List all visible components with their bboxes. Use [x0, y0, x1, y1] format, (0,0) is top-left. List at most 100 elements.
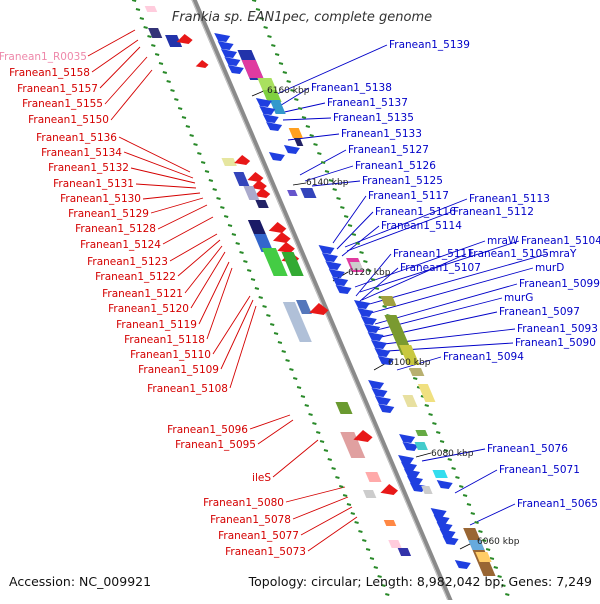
leader-line-left — [104, 56, 148, 105]
gene-label[interactable]: mraW — [487, 235, 519, 247]
track-tick — [174, 98, 179, 101]
track-tick — [255, 8, 261, 11]
gene-label[interactable]: Franean1_5076 — [487, 443, 568, 455]
gene-block — [383, 520, 397, 526]
gene-label[interactable]: Franean1_5132 — [48, 162, 129, 174]
gene-label[interactable]: Franean1_5118 — [124, 334, 205, 346]
gene-label[interactable]: Franean1_5127 — [348, 144, 429, 156]
gene-label[interactable]: Franean1_R0035 — [0, 51, 87, 63]
gene-label[interactable]: Franean1_5139 — [389, 39, 470, 51]
gene-label[interactable]: Franean1_5129 — [68, 208, 149, 220]
gene-label[interactable]: Franean1_5065 — [517, 498, 598, 510]
gene-label[interactable]: Franean1_5124 — [80, 239, 161, 251]
gene-label[interactable]: Franean1_5138 — [311, 82, 392, 94]
leader-line-right — [277, 87, 310, 108]
gene-label[interactable]: Franean1_5122 — [95, 271, 176, 283]
gene-label[interactable]: Franean1_5080 — [203, 497, 284, 509]
leader-line-right — [346, 211, 452, 252]
gene-label[interactable]: Franean1_5112 — [453, 206, 534, 218]
track-tick — [466, 503, 472, 506]
gene-label[interactable]: Franean1_5150 — [28, 114, 109, 126]
gene-arrow — [439, 529, 456, 538]
track-tick — [208, 179, 214, 182]
gene-label[interactable]: Franean1_5117 — [368, 190, 449, 202]
track-tick — [331, 467, 336, 470]
gene-label[interactable]: Franean1_5105 — [468, 248, 549, 260]
gene-label[interactable]: Franean1_5121 — [102, 288, 183, 300]
gene-arrow — [402, 442, 419, 451]
gene-label[interactable]: Franean1_5073 — [225, 546, 306, 558]
gene-arrow — [247, 172, 264, 182]
gene-label[interactable]: Franean1_5131 — [53, 178, 134, 190]
gene-label[interactable]: Franean1_5095 — [175, 439, 256, 451]
accession-text: Accession: NC_009921 — [9, 574, 151, 589]
track-tick — [320, 161, 326, 164]
gene-label[interactable]: Franean1_5107 — [400, 262, 481, 274]
gene-arrow — [436, 480, 453, 489]
gene-arrow — [266, 122, 283, 131]
track-tick — [412, 377, 418, 380]
gene-label[interactable]: Franean1_5110 — [130, 349, 211, 361]
gene-label[interactable]: Franean1_5114 — [381, 220, 462, 232]
gene-label[interactable]: Franean1_5078 — [210, 514, 291, 526]
gene-label[interactable]: Franean1_5123 — [87, 256, 168, 268]
track-tick — [350, 512, 356, 515]
gene-label[interactable]: Franean1_5128 — [75, 223, 156, 235]
track-tick — [135, 8, 141, 11]
track-tick — [143, 26, 148, 29]
gene-label[interactable]: Franean1_5077 — [218, 530, 299, 542]
gene-label[interactable]: Franean1_5094 — [443, 351, 524, 363]
track-tick — [290, 89, 295, 92]
track-tick — [370, 278, 376, 281]
gene-label[interactable]: Franean1_5134 — [41, 147, 122, 159]
gene-label[interactable]: Franean1_5133 — [341, 128, 422, 140]
gene-label[interactable]: Franean1_5135 — [333, 112, 414, 124]
gene-label[interactable]: Franean1_5125 — [362, 175, 443, 187]
gene-label[interactable]: Franean1_5158 — [9, 67, 90, 79]
gene-label[interactable]: Franean1_5071 — [499, 464, 580, 476]
gene-arrow — [367, 332, 384, 341]
gene-label[interactable]: Franean1_5093 — [517, 323, 598, 335]
leader-line-right — [344, 198, 468, 248]
gene-arrow — [401, 462, 418, 471]
gene-label[interactable]: Franean1_5136 — [36, 132, 117, 144]
gene-label[interactable]: ileS — [252, 472, 271, 484]
track-tick — [197, 152, 202, 155]
gene-label[interactable]: Franean1_5157 — [17, 83, 98, 95]
track-tick — [351, 233, 357, 236]
gene-arrow — [217, 41, 234, 50]
gene-label[interactable]: Franean1_5096 — [167, 424, 248, 436]
gene-arrow — [259, 106, 276, 115]
gene-label[interactable]: murD — [535, 262, 564, 274]
track-tick — [365, 548, 371, 551]
track-tick — [212, 188, 217, 191]
genome-backbone-highlight — [191, 0, 451, 604]
gene-arrow — [374, 396, 391, 405]
gene-label[interactable]: Franean1_5109 — [138, 364, 219, 376]
gene-label[interactable]: Franean1_5155 — [22, 98, 103, 110]
gene-label[interactable]: Franean1_5090 — [515, 337, 596, 349]
gene-label[interactable]: Franean1_5099 — [519, 278, 600, 290]
kbp-tick: 6160 kbp — [267, 86, 310, 96]
gene-label[interactable]: mraY — [549, 248, 577, 260]
gene-block — [475, 552, 492, 562]
gene-label[interactable]: Franean1_5137 — [327, 97, 408, 109]
kbp-tick-line — [292, 182, 307, 186]
gene-label[interactable]: Franean1_5097 — [499, 306, 580, 318]
track-tick — [254, 287, 260, 290]
gene-label[interactable]: murG — [504, 292, 533, 304]
gene-label[interactable]: Franean1_5108 — [147, 383, 228, 395]
gene-label[interactable]: Franean1_5116 — [375, 206, 456, 218]
gene-label[interactable]: Franean1_5119 — [116, 319, 197, 331]
leader-line-right — [267, 44, 388, 99]
gene-label[interactable]: Franean1_5113 — [469, 193, 550, 205]
gene-label[interactable]: Franean1_5104 — [521, 235, 600, 247]
gene-label[interactable]: Franean1_5120 — [108, 303, 189, 315]
gene-label[interactable]: Franean1_5126 — [355, 160, 436, 172]
gene-arrow — [325, 261, 342, 270]
leader-line-right — [354, 240, 486, 288]
gene-block — [408, 368, 425, 376]
gene-label[interactable]: Franean1_5111 — [393, 248, 474, 260]
gene-label[interactable]: Franean1_5130 — [60, 193, 141, 205]
track-tick — [335, 476, 340, 479]
